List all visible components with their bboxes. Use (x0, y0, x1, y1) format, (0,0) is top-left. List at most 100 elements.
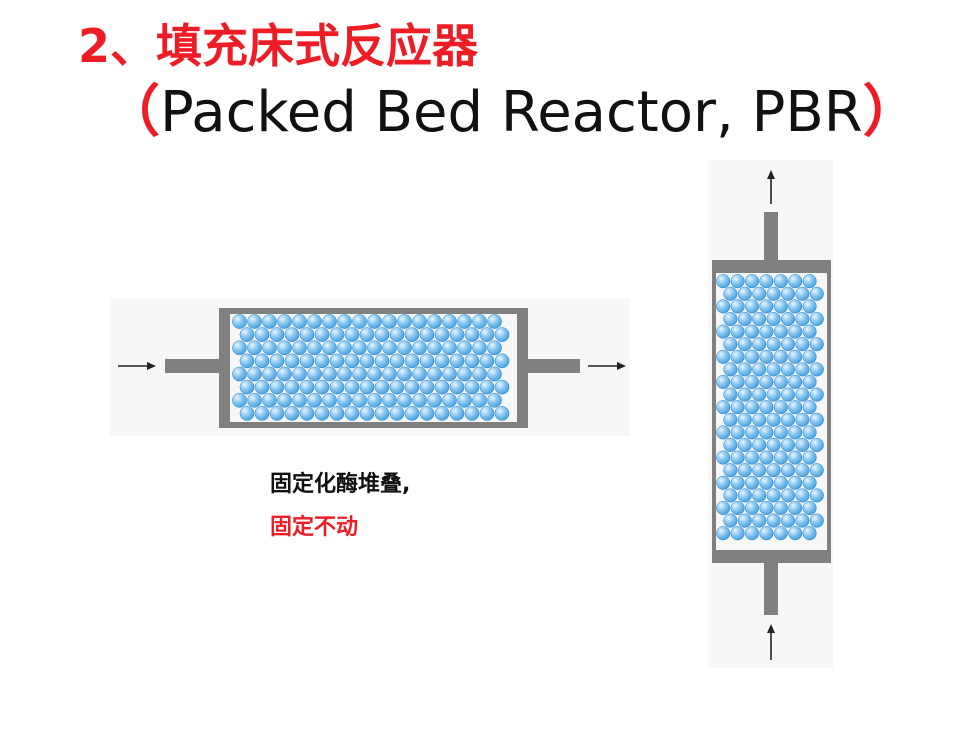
bead (457, 314, 472, 329)
bead (487, 366, 502, 382)
bead (232, 366, 247, 382)
bead (780, 362, 796, 377)
bead (427, 314, 442, 329)
bead (773, 324, 788, 339)
bead (780, 286, 796, 301)
bead (299, 327, 315, 342)
bead (374, 406, 390, 421)
bead (780, 463, 796, 478)
bead (716, 425, 731, 440)
bead (759, 349, 774, 364)
bead (759, 324, 774, 339)
bead (457, 392, 472, 408)
subheading-text: Packed Bed Reactor, PBR (160, 80, 863, 145)
horizontal-packed-bed-reactor (110, 298, 630, 436)
bead (773, 425, 788, 440)
bead (412, 392, 427, 408)
bead (367, 392, 382, 408)
bead (737, 488, 752, 503)
bead (322, 314, 337, 329)
bead (404, 406, 420, 421)
bead (322, 340, 337, 356)
bead (419, 379, 435, 395)
bead (464, 406, 480, 421)
bead (744, 349, 760, 364)
bead (284, 379, 300, 395)
bead (314, 353, 330, 369)
bead (795, 488, 810, 503)
bead (759, 450, 774, 465)
bead (277, 392, 292, 408)
bead (752, 286, 767, 301)
bead (329, 379, 345, 395)
bead (494, 379, 510, 395)
bead (744, 475, 760, 490)
bead (434, 379, 450, 395)
bead (759, 374, 774, 390)
bead (730, 274, 745, 289)
vertical-packed-bed-reactor (708, 160, 833, 668)
bead (723, 311, 738, 327)
bead (723, 437, 738, 453)
bead (464, 327, 480, 342)
bead (730, 500, 745, 516)
bead (307, 366, 322, 382)
bead (780, 437, 796, 453)
bead (232, 340, 247, 356)
bead (744, 450, 760, 465)
bead (759, 274, 774, 289)
bead (802, 299, 817, 314)
vertical-left-wall (712, 273, 716, 550)
bead (766, 337, 781, 352)
bead (427, 392, 442, 408)
bead (277, 314, 292, 329)
bead (247, 366, 262, 382)
bead (494, 353, 510, 369)
bead (716, 500, 731, 516)
bead (284, 327, 300, 342)
bead (809, 437, 824, 453)
bead (752, 311, 767, 327)
bead (397, 392, 412, 408)
bead (434, 327, 450, 342)
bead (329, 353, 345, 369)
bead (389, 353, 405, 369)
bead (307, 314, 322, 329)
bead (730, 450, 745, 465)
bead (247, 340, 262, 356)
bead (780, 513, 796, 528)
bead (737, 437, 752, 453)
bead (292, 314, 307, 329)
bead (472, 314, 487, 329)
bead (716, 349, 731, 364)
bead (737, 387, 752, 402)
bead (730, 324, 745, 339)
bead (802, 526, 817, 541)
bead (479, 327, 495, 342)
bead (254, 353, 270, 369)
bead (809, 387, 824, 402)
bead (352, 340, 367, 356)
bead (809, 286, 824, 301)
bead (716, 475, 731, 490)
bead (277, 340, 292, 356)
bead (487, 340, 502, 356)
bead (239, 406, 255, 421)
horizontal-bottom-wall (230, 422, 517, 428)
bead (494, 327, 510, 342)
bead (802, 374, 817, 390)
bead (239, 379, 255, 395)
bead (773, 400, 788, 415)
bead (759, 299, 774, 314)
bead (730, 526, 745, 541)
bead (262, 366, 277, 382)
bead (788, 450, 803, 465)
bead (344, 379, 360, 395)
bead (744, 400, 760, 415)
bead (744, 374, 760, 390)
bead (730, 425, 745, 440)
bead (374, 379, 390, 395)
bead (744, 299, 760, 314)
bead (367, 366, 382, 382)
bead (427, 366, 442, 382)
